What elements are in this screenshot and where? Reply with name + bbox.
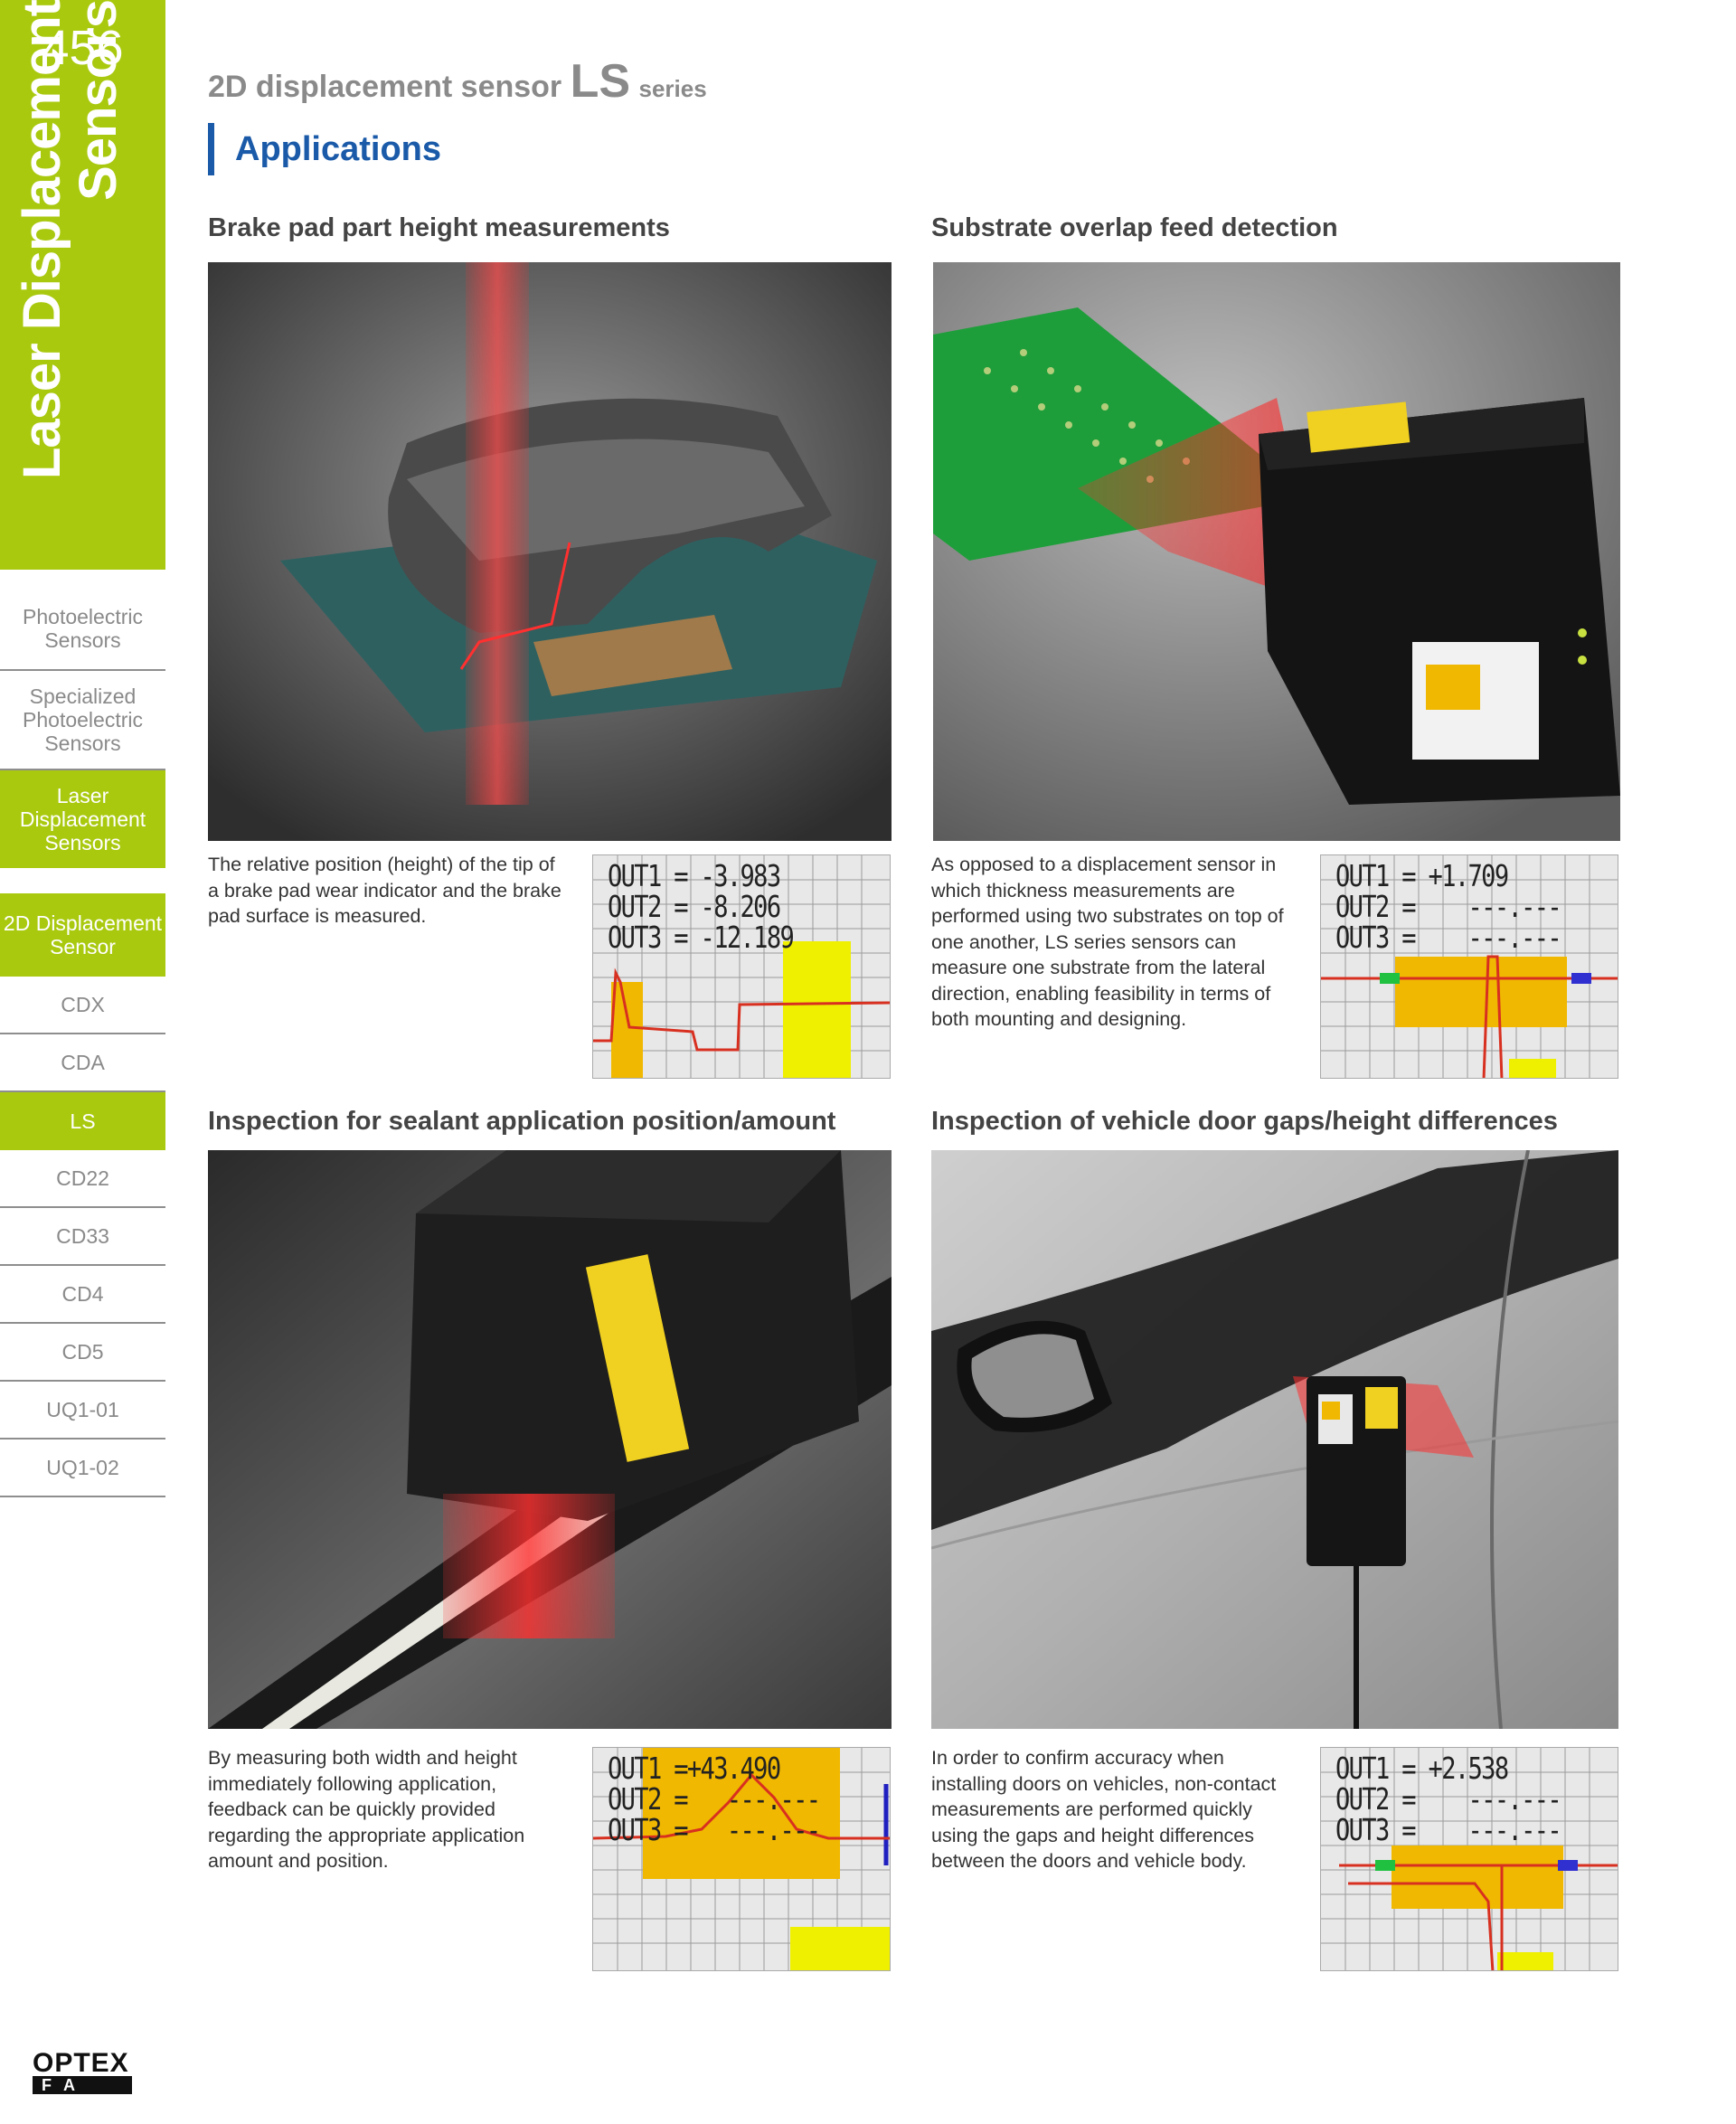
vehicle-door-photo [931, 1150, 1618, 1729]
product-prefix: 2D displacement sensor [208, 70, 562, 104]
app1-out3: OUT3 = -12.189 [608, 920, 795, 955]
sidebar-item-uq1-02[interactable]: UQ1-02 [0, 1440, 165, 1497]
sidebar-item-cda[interactable]: CDA [0, 1034, 165, 1092]
app3-description: By measuring both width and height immed… [208, 1747, 525, 1872]
brake-pad-photo [208, 262, 892, 841]
sidebar-item-specialized[interactable]: Specialized Photoelectric Sensors [0, 671, 165, 770]
sidebar-title-line2: Sensors [69, 0, 127, 201]
app4-out1: OUT1 = +2.538 [1335, 1751, 1509, 1786]
sidebar-item-cd4[interactable]: CD4 [0, 1266, 165, 1324]
app2-title: Substrate overlap feed detection [931, 213, 1338, 242]
sidebar-item-cd33[interactable]: CD33 [0, 1208, 165, 1266]
sidebar-item-laser-displacement[interactable]: Laser Displacement Sensors [0, 770, 165, 868]
product-header: 2D displacement sensor LS series [208, 54, 707, 109]
section-title: Applications [235, 130, 442, 168]
sidebar-item-2d-displacement[interactable]: 2D Displacement Sensor [0, 893, 165, 977]
sealant-photo [208, 1150, 892, 1729]
sidebar-item-cdx[interactable]: CDX [0, 977, 165, 1034]
sidebar-item-cd5[interactable]: CD5 [0, 1324, 165, 1382]
app1-title: Brake pad part height measurements [208, 213, 670, 242]
sidebar-header: 456 Laser Displacement Sensors [0, 0, 165, 570]
app1-out1: OUT1 = -3.983 [608, 858, 781, 893]
substrate-photo [933, 262, 1620, 841]
sidebar-title-line1: Laser Displacement [13, 0, 71, 480]
sidebar-item-cd22[interactable]: CD22 [0, 1150, 165, 1208]
app4-description: In order to confirm accuracy when instal… [931, 1747, 1277, 1872]
app2-out3: OUT3 = ---.--- [1335, 920, 1562, 955]
product-name: LS [570, 55, 631, 108]
app1-out2: OUT2 = -8.206 [608, 889, 781, 924]
app2-out2: OUT2 = ---.--- [1335, 889, 1562, 924]
logo-wordmark: OPTEX [33, 2048, 129, 2078]
app3-out1: OUT1 =+43.490 [608, 1751, 781, 1786]
app3-out2: OUT2 = ---.--- [608, 1781, 821, 1817]
app4-title: Inspection of vehicle door gaps/height d… [931, 1107, 1558, 1136]
app3-out3: OUT3 = ---.--- [608, 1812, 821, 1847]
page-number: 456 [42, 21, 124, 75]
optex-fa-logo: OPTEX FA [33, 2048, 132, 2094]
app3-title: Inspection for sealant application posit… [208, 1107, 836, 1136]
sidebar-item-ls[interactable]: LS [0, 1092, 165, 1150]
section-accent-bar [208, 123, 214, 175]
sidebar-item-photoelectric[interactable]: Photoelectric Sensors [0, 588, 165, 671]
app4-out2: OUT2 = ---.--- [1335, 1781, 1562, 1817]
app4-out3: OUT3 = ---.--- [1335, 1812, 1562, 1847]
sidebar-item-uq1-01[interactable]: UQ1-01 [0, 1382, 165, 1440]
sidebar: 456 Laser Displacement Sensors Photoelec… [0, 0, 165, 2124]
app2-description: As opposed to a displacement sensor in w… [931, 854, 1284, 1030]
logo-subtext: FA [33, 2076, 132, 2094]
app1-description: The relative position (height) of the ti… [208, 854, 561, 927]
sidebar-title: Laser Displacement Sensors [13, 0, 127, 543]
app2-out1: OUT1 = +1.709 [1335, 858, 1509, 893]
product-suffix: series [638, 75, 707, 102]
